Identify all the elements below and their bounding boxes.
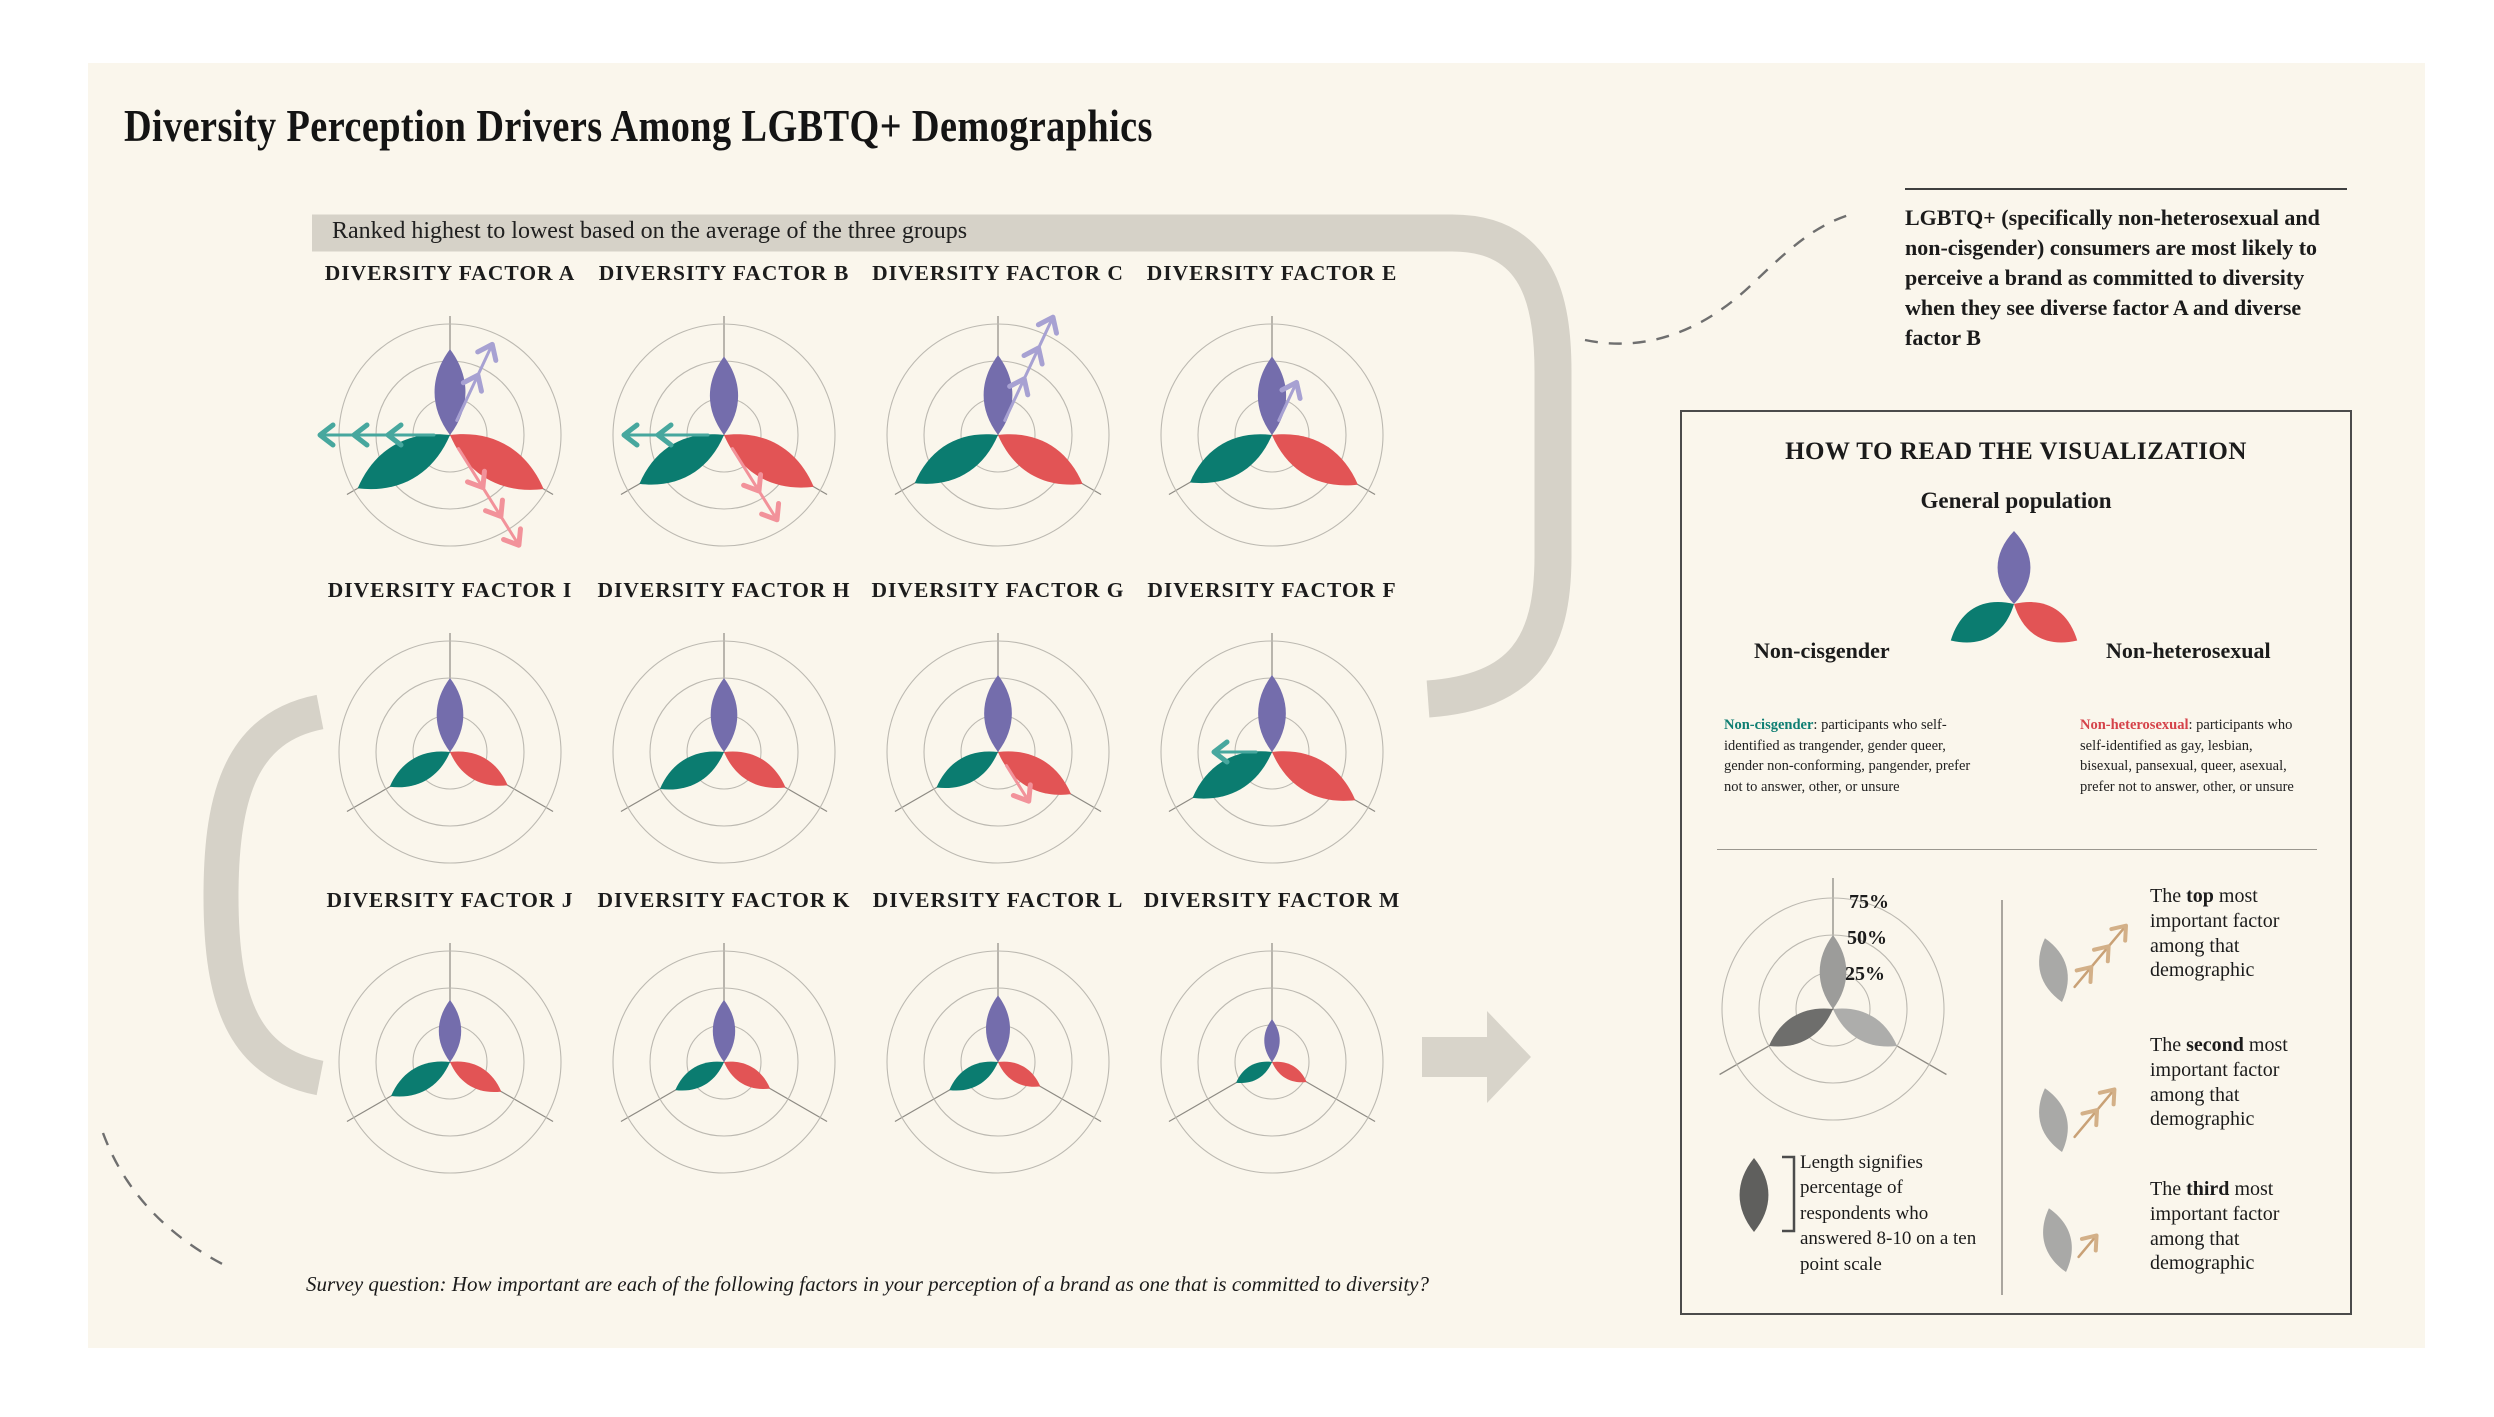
page-title: Diversity Perception Drivers Among LGBTQ… bbox=[124, 101, 1153, 151]
non-cisgender-term: Non-cisgender bbox=[1724, 717, 1814, 733]
panel-divider bbox=[1717, 849, 2317, 850]
non-heterosexual-definition-text: : participants who self-identified as ga… bbox=[2080, 717, 2294, 795]
non-cisgender-label: Non-cisgender bbox=[1754, 638, 1890, 663]
non-cisgender-definition-text: : participants who self-identified as tr… bbox=[1724, 717, 1971, 795]
general-population-label: General population bbox=[1920, 488, 2112, 513]
ribbon-label: Ranked highest to lowest based on the av… bbox=[332, 218, 968, 244]
takeaway-annotation: LGBTQ+ (specifically non-heterosexual an… bbox=[1905, 188, 2347, 353]
rank-legend-second: The second most important factor among t… bbox=[2150, 1034, 2288, 1131]
rank-legend-top: The top most important factor among that… bbox=[2150, 885, 2280, 982]
how-to-read-title: HOW TO READ THE VISUALIZATION bbox=[1785, 438, 2247, 465]
how-to-read-panel: HOW TO READ THE VISUALIZATION General po… bbox=[1680, 410, 2352, 1315]
non-cisgender-definition: Non-cisgender: participants who self-ide… bbox=[1724, 715, 1976, 797]
length-legend-note: Length signifies percentage of responden… bbox=[1800, 1152, 1977, 1275]
non-heterosexual-label: Non-heterosexual bbox=[2106, 638, 2271, 663]
rank-legend-third: The third most important factor among th… bbox=[2150, 1178, 2280, 1275]
survey-question-note: Survey question: How important are each … bbox=[306, 1272, 1429, 1296]
non-heterosexual-definition: Non-heterosexual: participants who self-… bbox=[2080, 715, 2308, 797]
non-heterosexual-term: Non-heterosexual bbox=[2080, 717, 2189, 733]
